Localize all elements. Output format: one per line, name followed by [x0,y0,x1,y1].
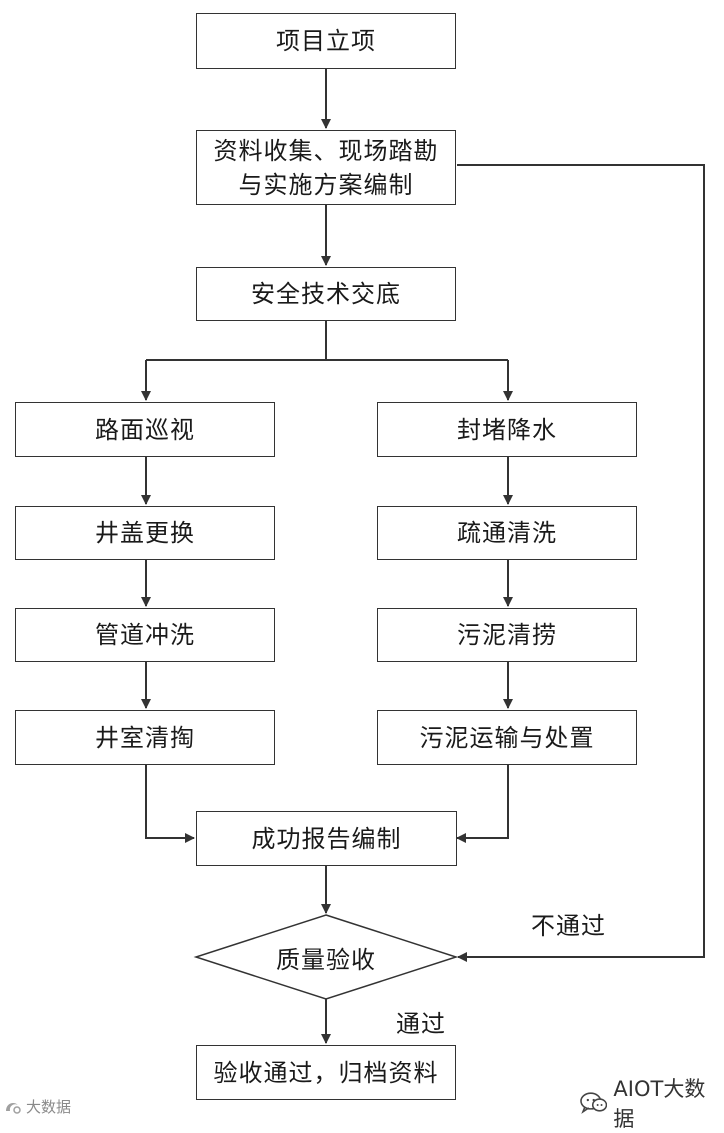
safety-briefing-label: 安全技术交底 [251,280,401,308]
right-step-plugging-dewatering: 封堵降水 [377,402,637,457]
pass-label: 通过 [396,1010,446,1038]
brand-watermark-text: AIOT大数据 [613,1077,706,1131]
left-step-road-inspection: 路面巡视 [15,402,275,457]
watermark-logo-icon [6,1102,21,1114]
brand-watermark: AIOT大数据 [580,1073,724,1133]
left-step-label: 井盖更换 [95,519,195,547]
chat-bubble-icon [580,1092,608,1114]
right-step-label: 疏通清洗 [457,519,557,547]
left-watermark: 大数据 [4,1096,71,1117]
right-step-sludge-removal: 污泥清捞 [377,608,637,662]
right-step-label: 污泥运输与处置 [419,723,595,752]
right-step-sludge-transport-disposal: 污泥运输与处置 [377,710,637,765]
safety-briefing-box: 安全技术交底 [196,267,456,321]
report-box: 成功报告编制 [196,811,457,866]
left-step-pipe-flushing: 管道冲洗 [15,608,275,662]
right-step-label: 污泥清捞 [457,621,557,649]
end-box: 验收通过，归档资料 [196,1045,456,1100]
decision-diamond [193,914,459,1000]
decision-label: 质量验收 [276,945,376,974]
right-step-dredging-cleaning: 疏通清洗 [377,506,637,560]
right-step-label: 封堵降水 [457,415,557,444]
left-step-well-chamber-cleaning: 井室清掏 [15,710,275,765]
fail-label: 不通过 [531,912,606,940]
data-collection-box: 资料收集、现场踏勘 与实施方案编制 [196,130,456,205]
data-collection-label-line1: 资料收集、现场踏勘 [213,136,439,165]
left-step-label: 井室清掏 [95,723,195,752]
left-step-manhole-cover-replacement: 井盖更换 [15,506,275,560]
report-label: 成功报告编制 [251,824,402,853]
data-collection-label-line2: 与实施方案编制 [238,170,414,199]
left-step-label: 管道冲洗 [95,621,195,649]
project-start-box: 项目立项 [196,13,456,69]
left-step-label: 路面巡视 [95,415,195,444]
left-watermark-text: 大数据 [26,1098,72,1116]
end-label: 验收通过，归档资料 [213,1058,439,1087]
project-start-label: 项目立项 [276,27,376,55]
